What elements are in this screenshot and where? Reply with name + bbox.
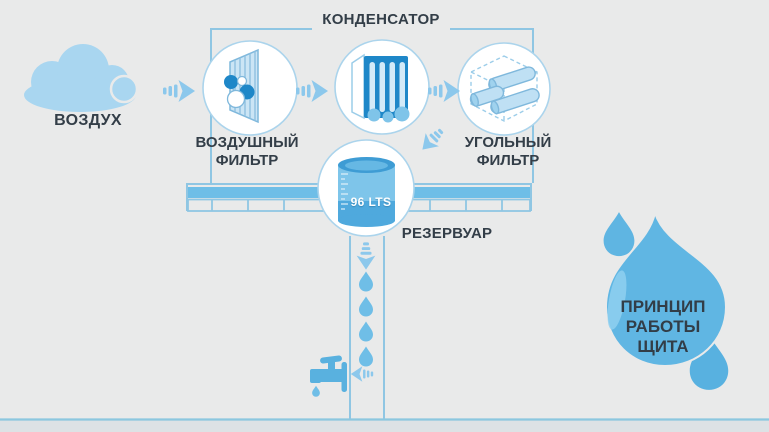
carbon-filter-label: УГОЛЬНЫЙ ФИЛЬТР	[464, 134, 552, 169]
condenser-label: КОНДЕНСАТОР	[322, 11, 440, 28]
air-label: ВОЗДУХ	[54, 112, 122, 129]
arrow-right-icon	[163, 80, 195, 102]
principle-label: ПРИНЦИП РАБОТЫ ЩИТА	[620, 297, 706, 356]
water-drop-icon	[603, 209, 729, 390]
air-filter-label: ВОЗДУШНЫЙ ФИЛЬТР	[195, 134, 299, 169]
faucet-icon	[310, 355, 347, 397]
support-pole	[349, 236, 385, 419]
arrow-down-left-icon	[415, 123, 449, 157]
carbon-filter-icon	[469, 55, 540, 122]
arrow-down-icon	[356, 242, 376, 270]
arrow-left-icon	[350, 366, 374, 382]
water-tank-icon	[338, 157, 395, 227]
cloud-icon	[24, 44, 139, 112]
condenser-icon	[351, 53, 410, 123]
droplet-icons	[359, 271, 373, 367]
arrow-right-icon	[296, 80, 328, 102]
air-filter-icon	[224, 48, 259, 124]
arrow-right-icon	[428, 80, 460, 102]
reservoir-label: РЕЗЕРВУАР	[401, 225, 493, 242]
billboard-frame	[210, 28, 534, 185]
ground	[0, 418, 769, 432]
tank-volume-label: 96 LTS	[350, 195, 392, 209]
